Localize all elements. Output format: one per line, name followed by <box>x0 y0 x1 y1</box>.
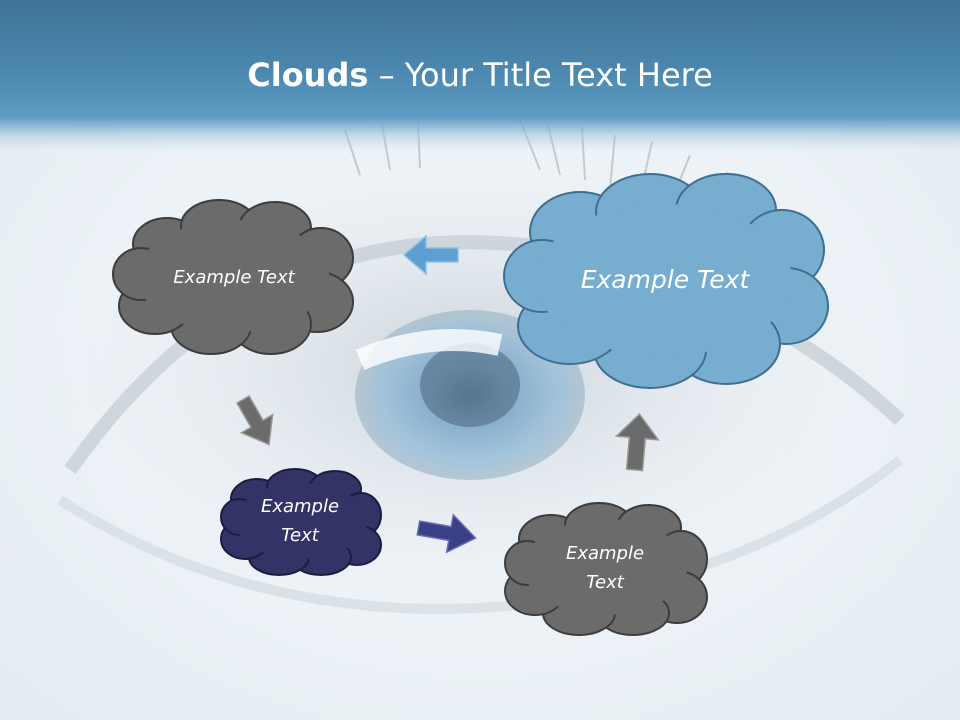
title-dash: – <box>368 56 405 94</box>
slide-title[interactable]: Clouds – Your Title Text Here <box>0 54 960 96</box>
arrow-up-icon <box>614 412 660 472</box>
cloud-top-right[interactable]: Example Text <box>500 166 830 392</box>
cloud-bottom-right-text: Example Text <box>565 543 645 593</box>
title-bar <box>0 0 960 150</box>
cloud-top-right-shape <box>503 173 829 389</box>
title-bold-part: Clouds <box>247 56 369 94</box>
arrow-down-right-icon <box>235 394 274 446</box>
cloud-middle-left-shape <box>220 468 382 576</box>
cloud-top-left-text: Example Text <box>173 266 295 288</box>
cloud-top-right-text: Example Text <box>580 264 750 294</box>
arrow-right-icon <box>416 513 477 554</box>
cloud-top-left-shape <box>112 199 354 355</box>
arrow-left-icon <box>402 234 459 276</box>
cloud-bottom-right[interactable]: Example Text <box>501 497 709 639</box>
cloud-middle-left-text: Example Text <box>260 496 340 546</box>
cloud-bottom-right-shape <box>504 502 708 636</box>
cloud-middle-left[interactable]: Example Text <box>217 465 383 577</box>
title-rest-part: Your Title Text Here <box>404 56 713 94</box>
cloud-top-left[interactable]: Example Text <box>111 196 357 358</box>
